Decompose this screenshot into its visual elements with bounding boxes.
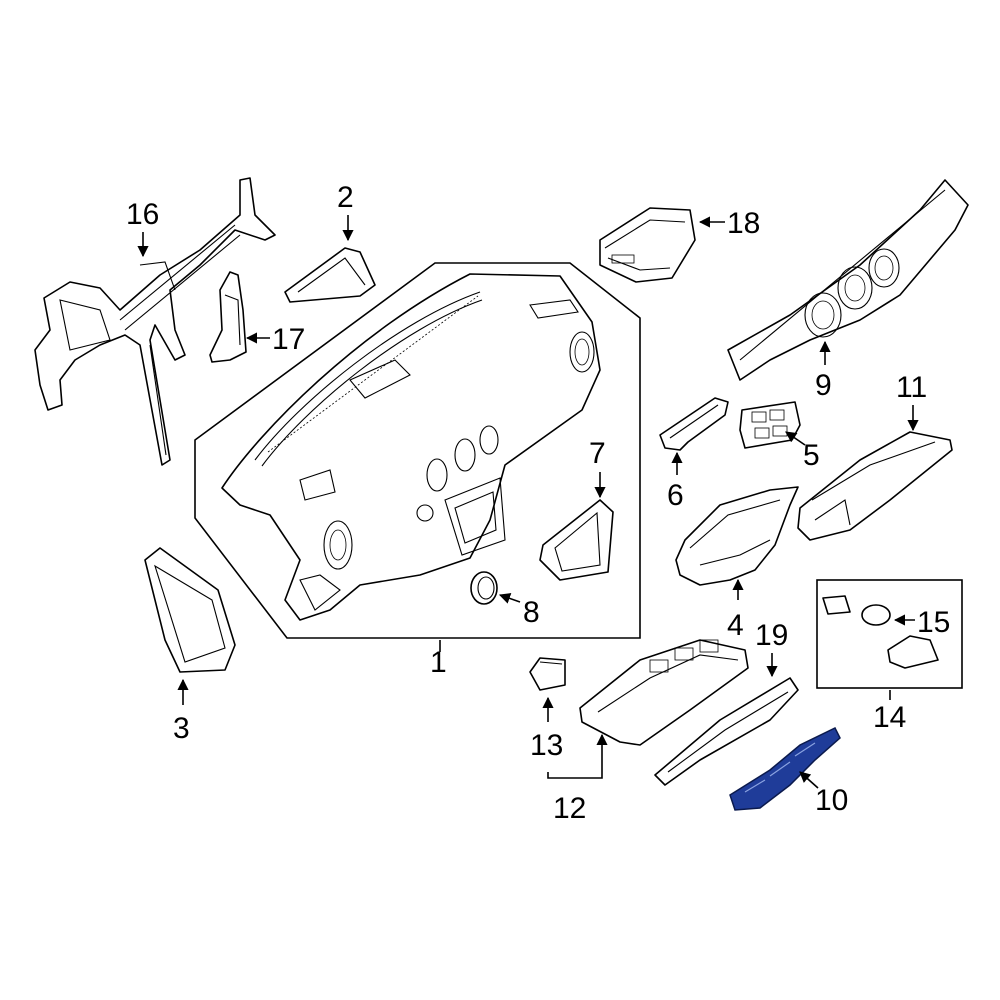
callout-label-16: 16	[126, 198, 159, 231]
callout-14: 14	[873, 690, 906, 734]
callout-label-2: 2	[337, 181, 354, 214]
cross-car-beam[interactable]	[34, 177, 276, 466]
lower-panel[interactable]	[797, 431, 953, 541]
callout-2: 2	[337, 181, 354, 242]
callout-18: 18	[698, 207, 760, 240]
instrument-cluster-hood[interactable]	[675, 486, 799, 586]
callout-16: 16	[126, 198, 159, 258]
trim-bezel[interactable]	[539, 499, 614, 581]
callout-label-13: 13	[530, 729, 563, 762]
callout-6: 6	[667, 451, 684, 512]
highlighted-part-10[interactable]	[729, 727, 841, 811]
small-switch[interactable]	[529, 657, 566, 691]
mounting-bracket[interactable]	[209, 271, 247, 363]
callout-label-19: 19	[755, 619, 788, 652]
small-bracket[interactable]	[659, 397, 729, 451]
callout-label-5: 5	[803, 439, 820, 472]
dashboard-panel[interactable]	[221, 273, 601, 621]
callout-10: 10	[799, 771, 848, 817]
airbag-module[interactable]	[599, 207, 696, 283]
callout-15: 15	[893, 606, 950, 639]
callout-label-10: 10	[815, 784, 848, 817]
callout-label-6: 6	[667, 479, 684, 512]
callout-17: 17	[245, 323, 305, 356]
side-cover[interactable]	[144, 547, 236, 673]
callout-5: 5	[785, 431, 820, 472]
callout-label-9: 9	[815, 369, 832, 402]
callout-4: 4	[727, 578, 744, 642]
callout-19: 19	[755, 619, 788, 678]
upper-trim-panel[interactable]	[727, 179, 969, 381]
callout-7: 7	[589, 437, 606, 499]
callout-12: 12	[547, 733, 608, 825]
callout-label-7: 7	[589, 437, 606, 470]
callout-label-1: 1	[430, 646, 447, 679]
dashboard-assembly-frame	[194, 262, 641, 639]
lower-trim-strip[interactable]	[654, 677, 799, 786]
part-14-frame	[816, 579, 963, 689]
callout-label-4: 4	[727, 609, 744, 642]
callout-11: 11	[896, 371, 927, 432]
callout-label-18: 18	[727, 207, 760, 240]
callout-13: 13	[530, 696, 563, 762]
corner-cover[interactable]	[284, 247, 376, 303]
console-trim[interactable]	[579, 639, 749, 746]
callout-8: 8	[498, 593, 540, 629]
callout-label-15: 15	[917, 606, 950, 639]
callout-1: 1	[430, 640, 447, 679]
callout-3: 3	[173, 678, 190, 745]
round-grommet[interactable]	[470, 571, 498, 605]
light-bulb[interactable]	[822, 595, 891, 626]
callout-label-8: 8	[523, 596, 540, 629]
callout-label-11: 11	[896, 371, 927, 404]
callout-label-3: 3	[173, 712, 190, 745]
clip-bracket[interactable]	[887, 635, 939, 669]
switch-panel[interactable]	[739, 401, 801, 449]
callout-label-17: 17	[272, 323, 305, 356]
callout-label-12: 12	[553, 792, 586, 825]
callout-label-14: 14	[873, 701, 906, 734]
callout-9: 9	[815, 340, 832, 402]
